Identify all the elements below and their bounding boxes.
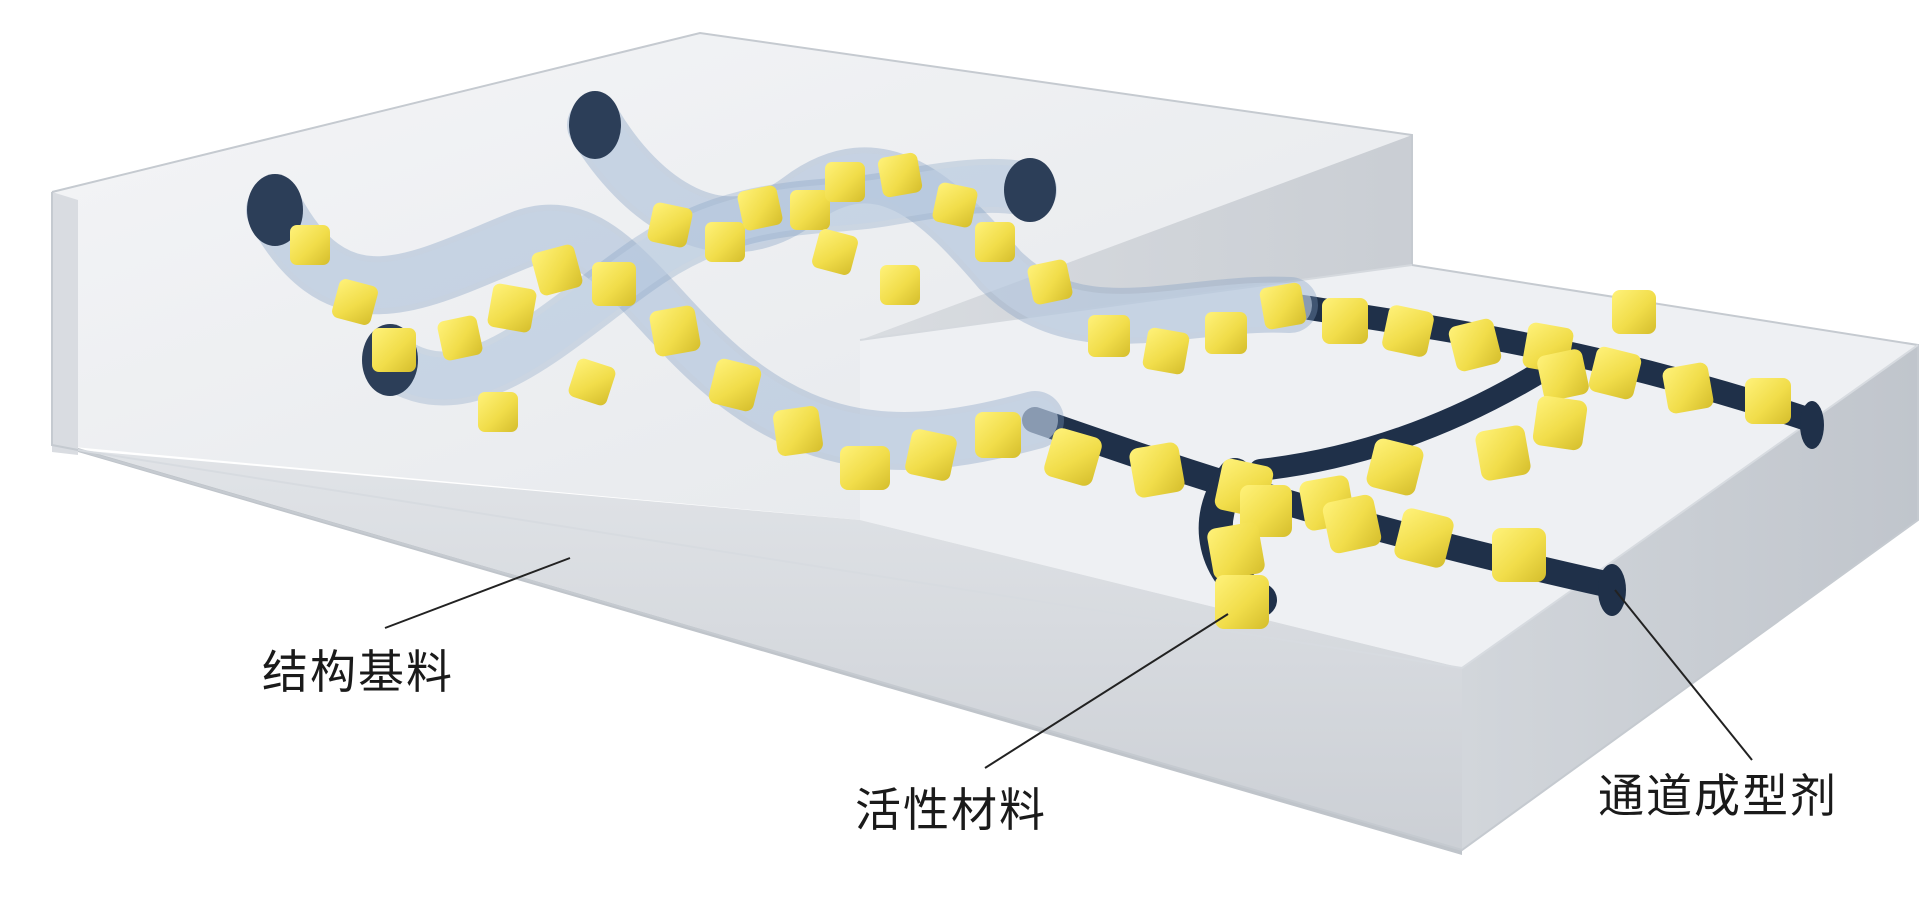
open-channel-link: [1249, 349, 1571, 481]
channel-end-back: [1800, 401, 1824, 449]
yellow-cube-icon: [1745, 378, 1791, 424]
yellow-cube-icon: [1207, 522, 1265, 580]
leader-lines: [384, 557, 1753, 769]
yellow-cube-icon: [1612, 290, 1656, 334]
yellow-cube-icon: [1088, 315, 1130, 357]
yellow-cube-icon: [840, 446, 890, 490]
yellow-cube-icon: [1537, 349, 1589, 401]
substrate-front-edge: [77, 344, 1919, 670]
yellow-cube-icon: [1322, 494, 1382, 554]
yellow-cube-icon: [290, 225, 330, 265]
yellow-cube-icon: [1475, 425, 1531, 481]
yellow-cube-icon: [705, 222, 745, 262]
active-material-particles: [290, 152, 1791, 629]
leader-line-active: [984, 613, 1229, 769]
label-channel-former: 通道成型剂: [1598, 769, 1838, 823]
yellow-cube-icon: [1215, 575, 1269, 629]
yellow-cube-icon: [1662, 362, 1714, 414]
label-structural-substrate: 结构基料: [262, 645, 454, 699]
yellow-cube-icon: [790, 190, 830, 230]
yellow-cube-icon: [1588, 346, 1642, 400]
substrate-upper-left-face: [52, 192, 78, 455]
yellow-cube-icon: [1492, 528, 1546, 582]
yellow-cube-icon: [568, 358, 616, 406]
yellow-cube-icon: [1142, 327, 1190, 375]
yellow-cube-icon: [932, 182, 978, 228]
yellow-cube-icon: [332, 279, 378, 325]
yellow-cube-icon: [592, 262, 636, 306]
yellow-cube-icon: [737, 185, 783, 231]
yellow-cube-icon: [880, 265, 920, 305]
yellow-cube-icon: [647, 202, 693, 248]
channel-end-front: [1598, 564, 1626, 616]
yellow-cube-icon: [531, 244, 583, 296]
yellow-cube-icon: [1205, 312, 1247, 354]
leader-line-substrate: [384, 557, 571, 629]
label-active-material: 活性材料: [855, 783, 1047, 837]
yellow-cube-icon: [1259, 282, 1307, 330]
yellow-cube-icon: [975, 412, 1021, 458]
yellow-cube-icon: [1532, 395, 1588, 451]
substrate-lower-right-face: [1462, 345, 1918, 850]
yellow-cube-icon: [975, 222, 1015, 262]
yellow-cube-icon: [1394, 508, 1454, 568]
yellow-cube-icon: [1382, 305, 1434, 357]
yellow-cube-icon: [487, 283, 537, 333]
yellow-cube-icon: [1322, 298, 1368, 344]
substrate-upper-top-face: [52, 33, 1412, 520]
yellow-cube-icon: [1366, 438, 1424, 496]
yellow-cube-icon: [812, 229, 858, 275]
yellow-cube-icon: [478, 392, 518, 432]
tube-opening-icon: [247, 174, 303, 246]
yellow-cube-icon: [773, 406, 823, 456]
yellow-cube-icon: [1129, 442, 1185, 498]
yellow-cube-icon: [437, 315, 483, 361]
yellow-cube-icon: [1448, 318, 1502, 372]
tube-opening-icon: [569, 91, 621, 159]
yellow-cube-icon: [1027, 259, 1073, 305]
yellow-cube-icon: [825, 162, 865, 202]
yellow-cube-icon: [1044, 428, 1102, 486]
substrate-edge-lines: [51, 31, 1919, 852]
tube-opening-icon: [1004, 158, 1056, 222]
yellow-cube-icon: [905, 429, 957, 481]
leader-line-channel: [1614, 589, 1753, 761]
yellow-cube-icon: [877, 152, 923, 198]
yellow-cube-icon: [372, 328, 416, 372]
yellow-cube-icon: [708, 358, 762, 412]
yellow-cube-icon: [649, 305, 701, 357]
